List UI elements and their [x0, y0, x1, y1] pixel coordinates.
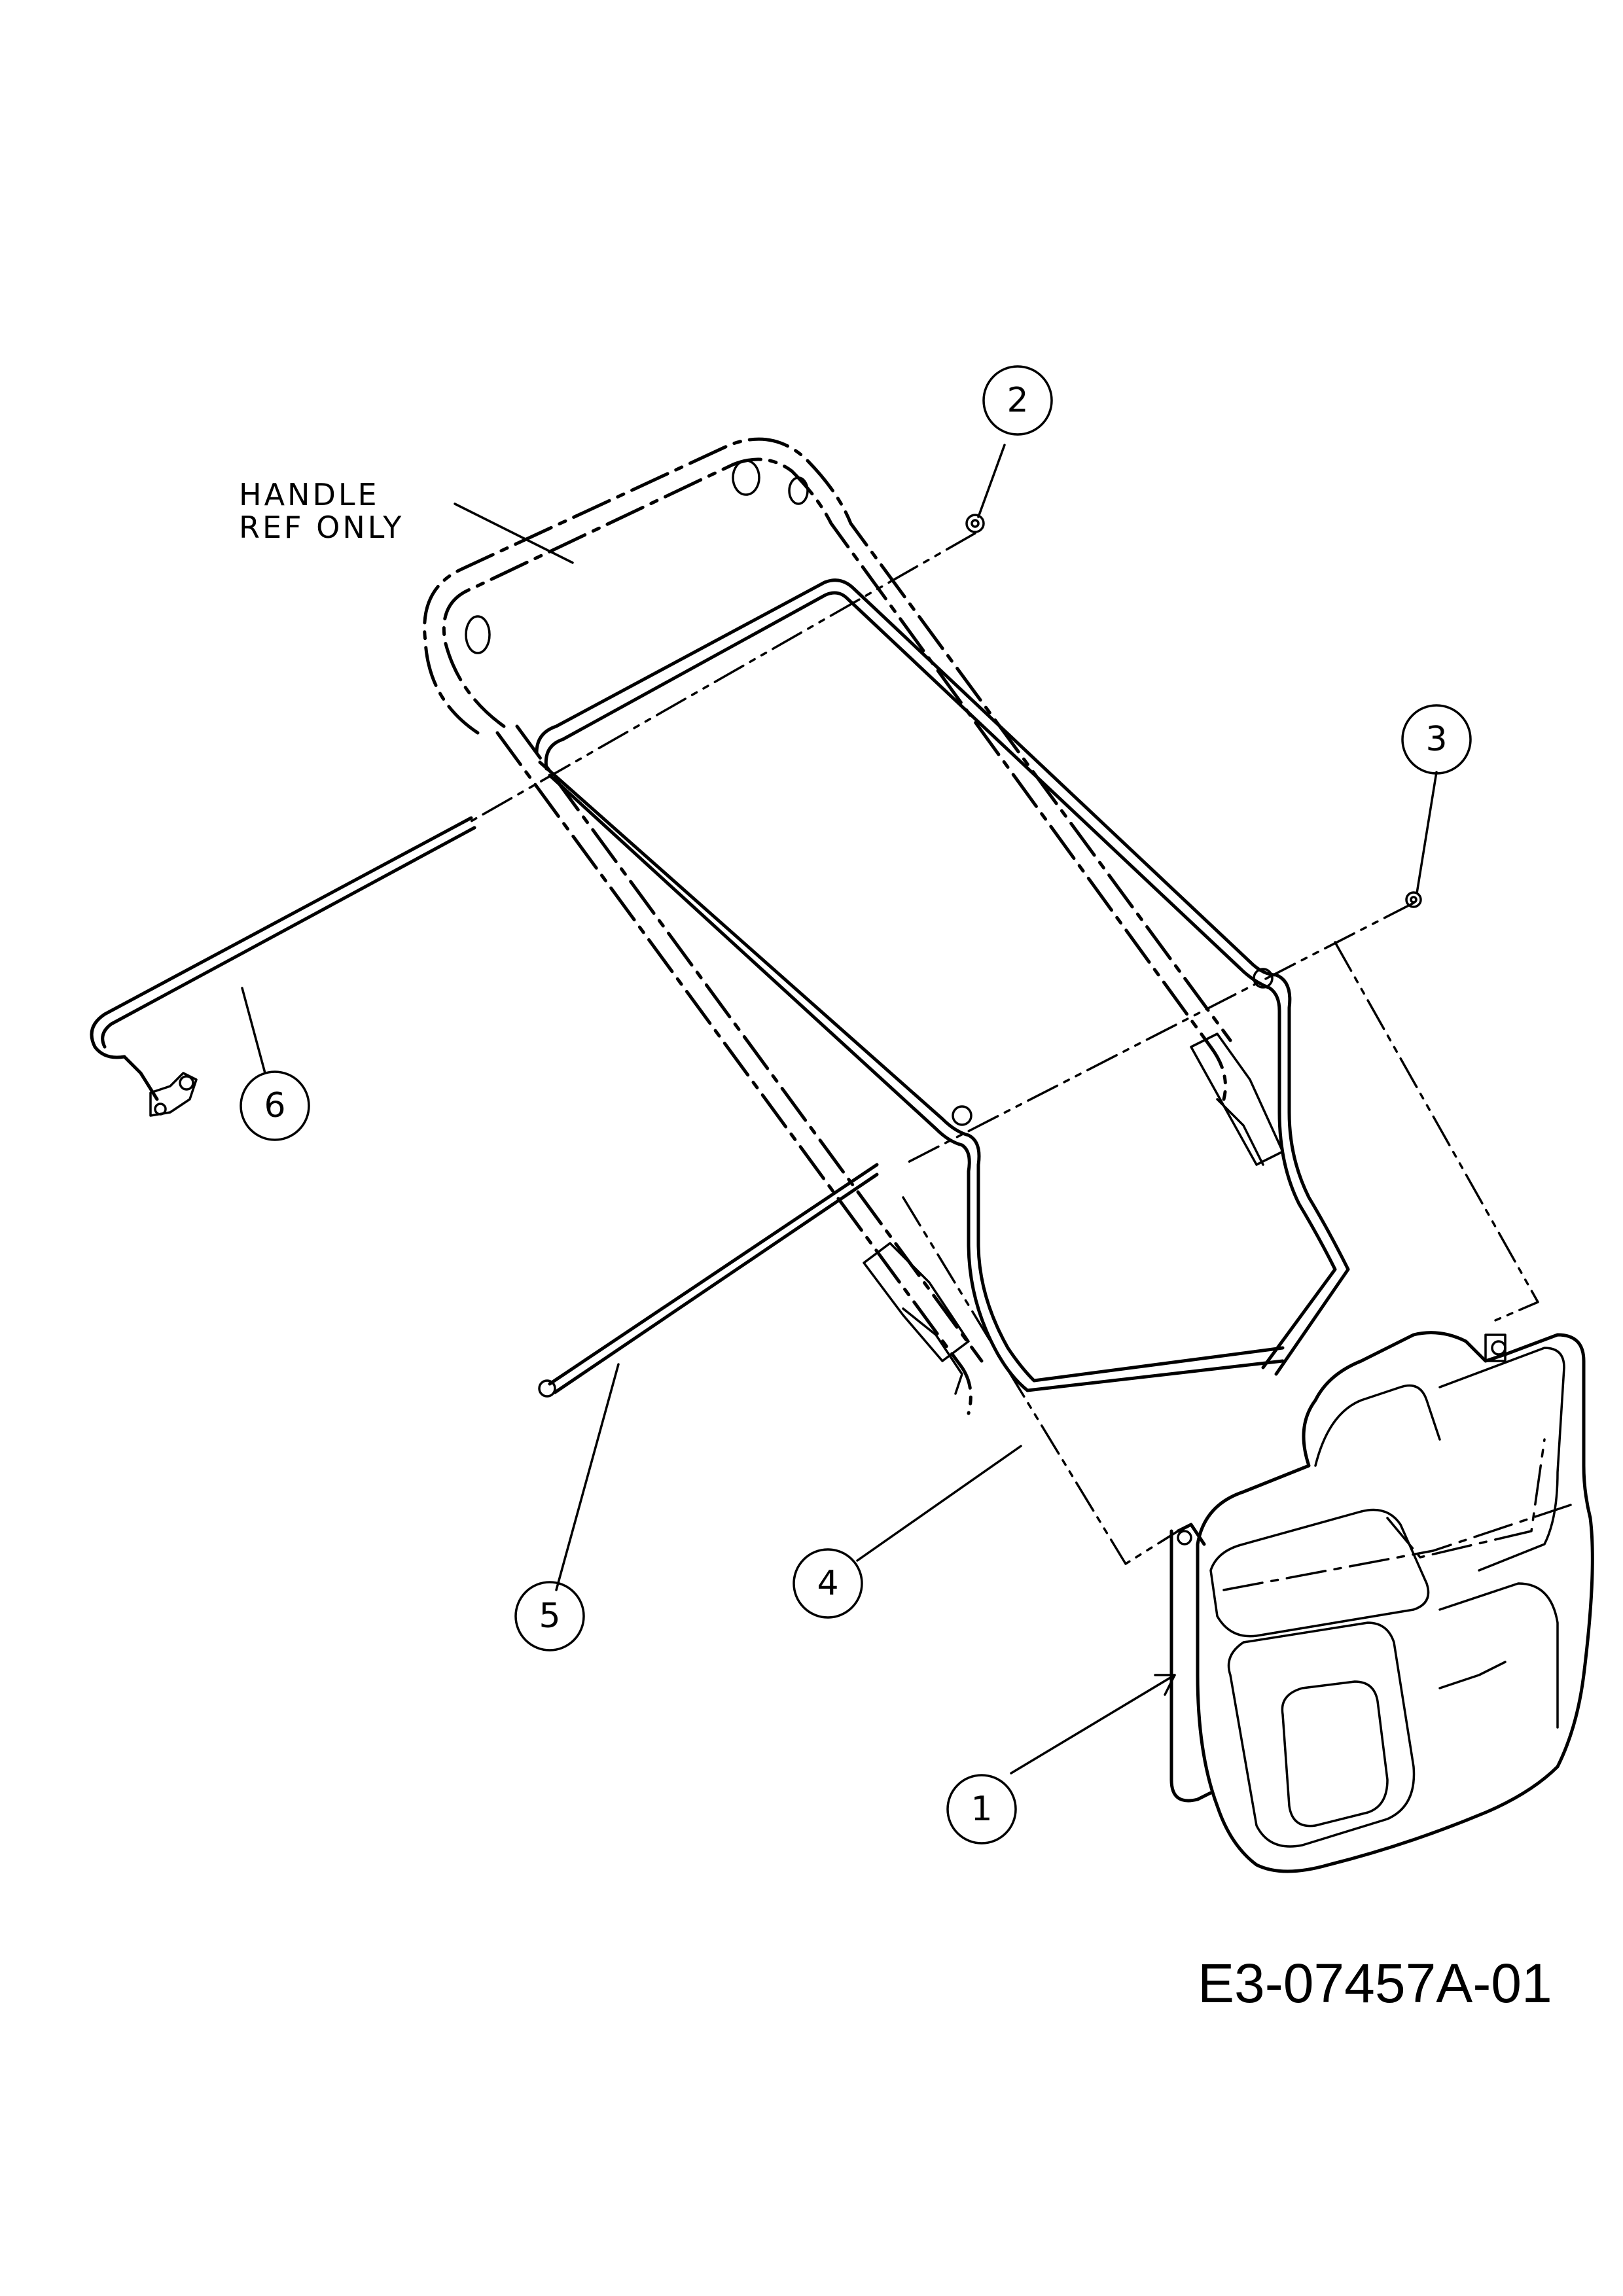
note-line-1: HANDLE — [239, 477, 380, 512]
callout-label: 1 — [971, 1790, 992, 1829]
nut-part-3 — [1405, 891, 1422, 908]
callout-2: 2 — [982, 365, 1053, 436]
callout-label: 6 — [264, 1086, 285, 1125]
drawing-code: E3-07457A-01 — [1198, 1952, 1552, 2014]
nut-part-2 — [965, 514, 985, 533]
upper-handle-reference — [423, 437, 1232, 1415]
callout-5: 5 — [514, 1581, 585, 1651]
callout-label: 2 — [1007, 381, 1028, 420]
lower-handle — [535, 578, 1350, 1392]
grass-catcher-bag — [1169, 1331, 1594, 1873]
handle-ref-note: HANDLE REF ONLY — [239, 477, 404, 545]
handle-brackets — [863, 1033, 1284, 1395]
rod-part-6 — [90, 816, 476, 1117]
callout-label: 3 — [1425, 720, 1447, 759]
callout-3: 3 — [1401, 704, 1472, 775]
callout-4: 4 — [793, 1548, 863, 1619]
callout-label: 5 — [539, 1597, 560, 1636]
assembly-axis-lines — [470, 532, 1539, 1565]
callout-1: 1 — [946, 1774, 1017, 1845]
callout-label: 4 — [817, 1564, 838, 1603]
leader-lines — [241, 444, 1438, 1775]
rod-part-5 — [538, 1163, 879, 1398]
note-line-2: REF ONLY — [239, 510, 404, 545]
callout-6: 6 — [240, 1070, 310, 1141]
